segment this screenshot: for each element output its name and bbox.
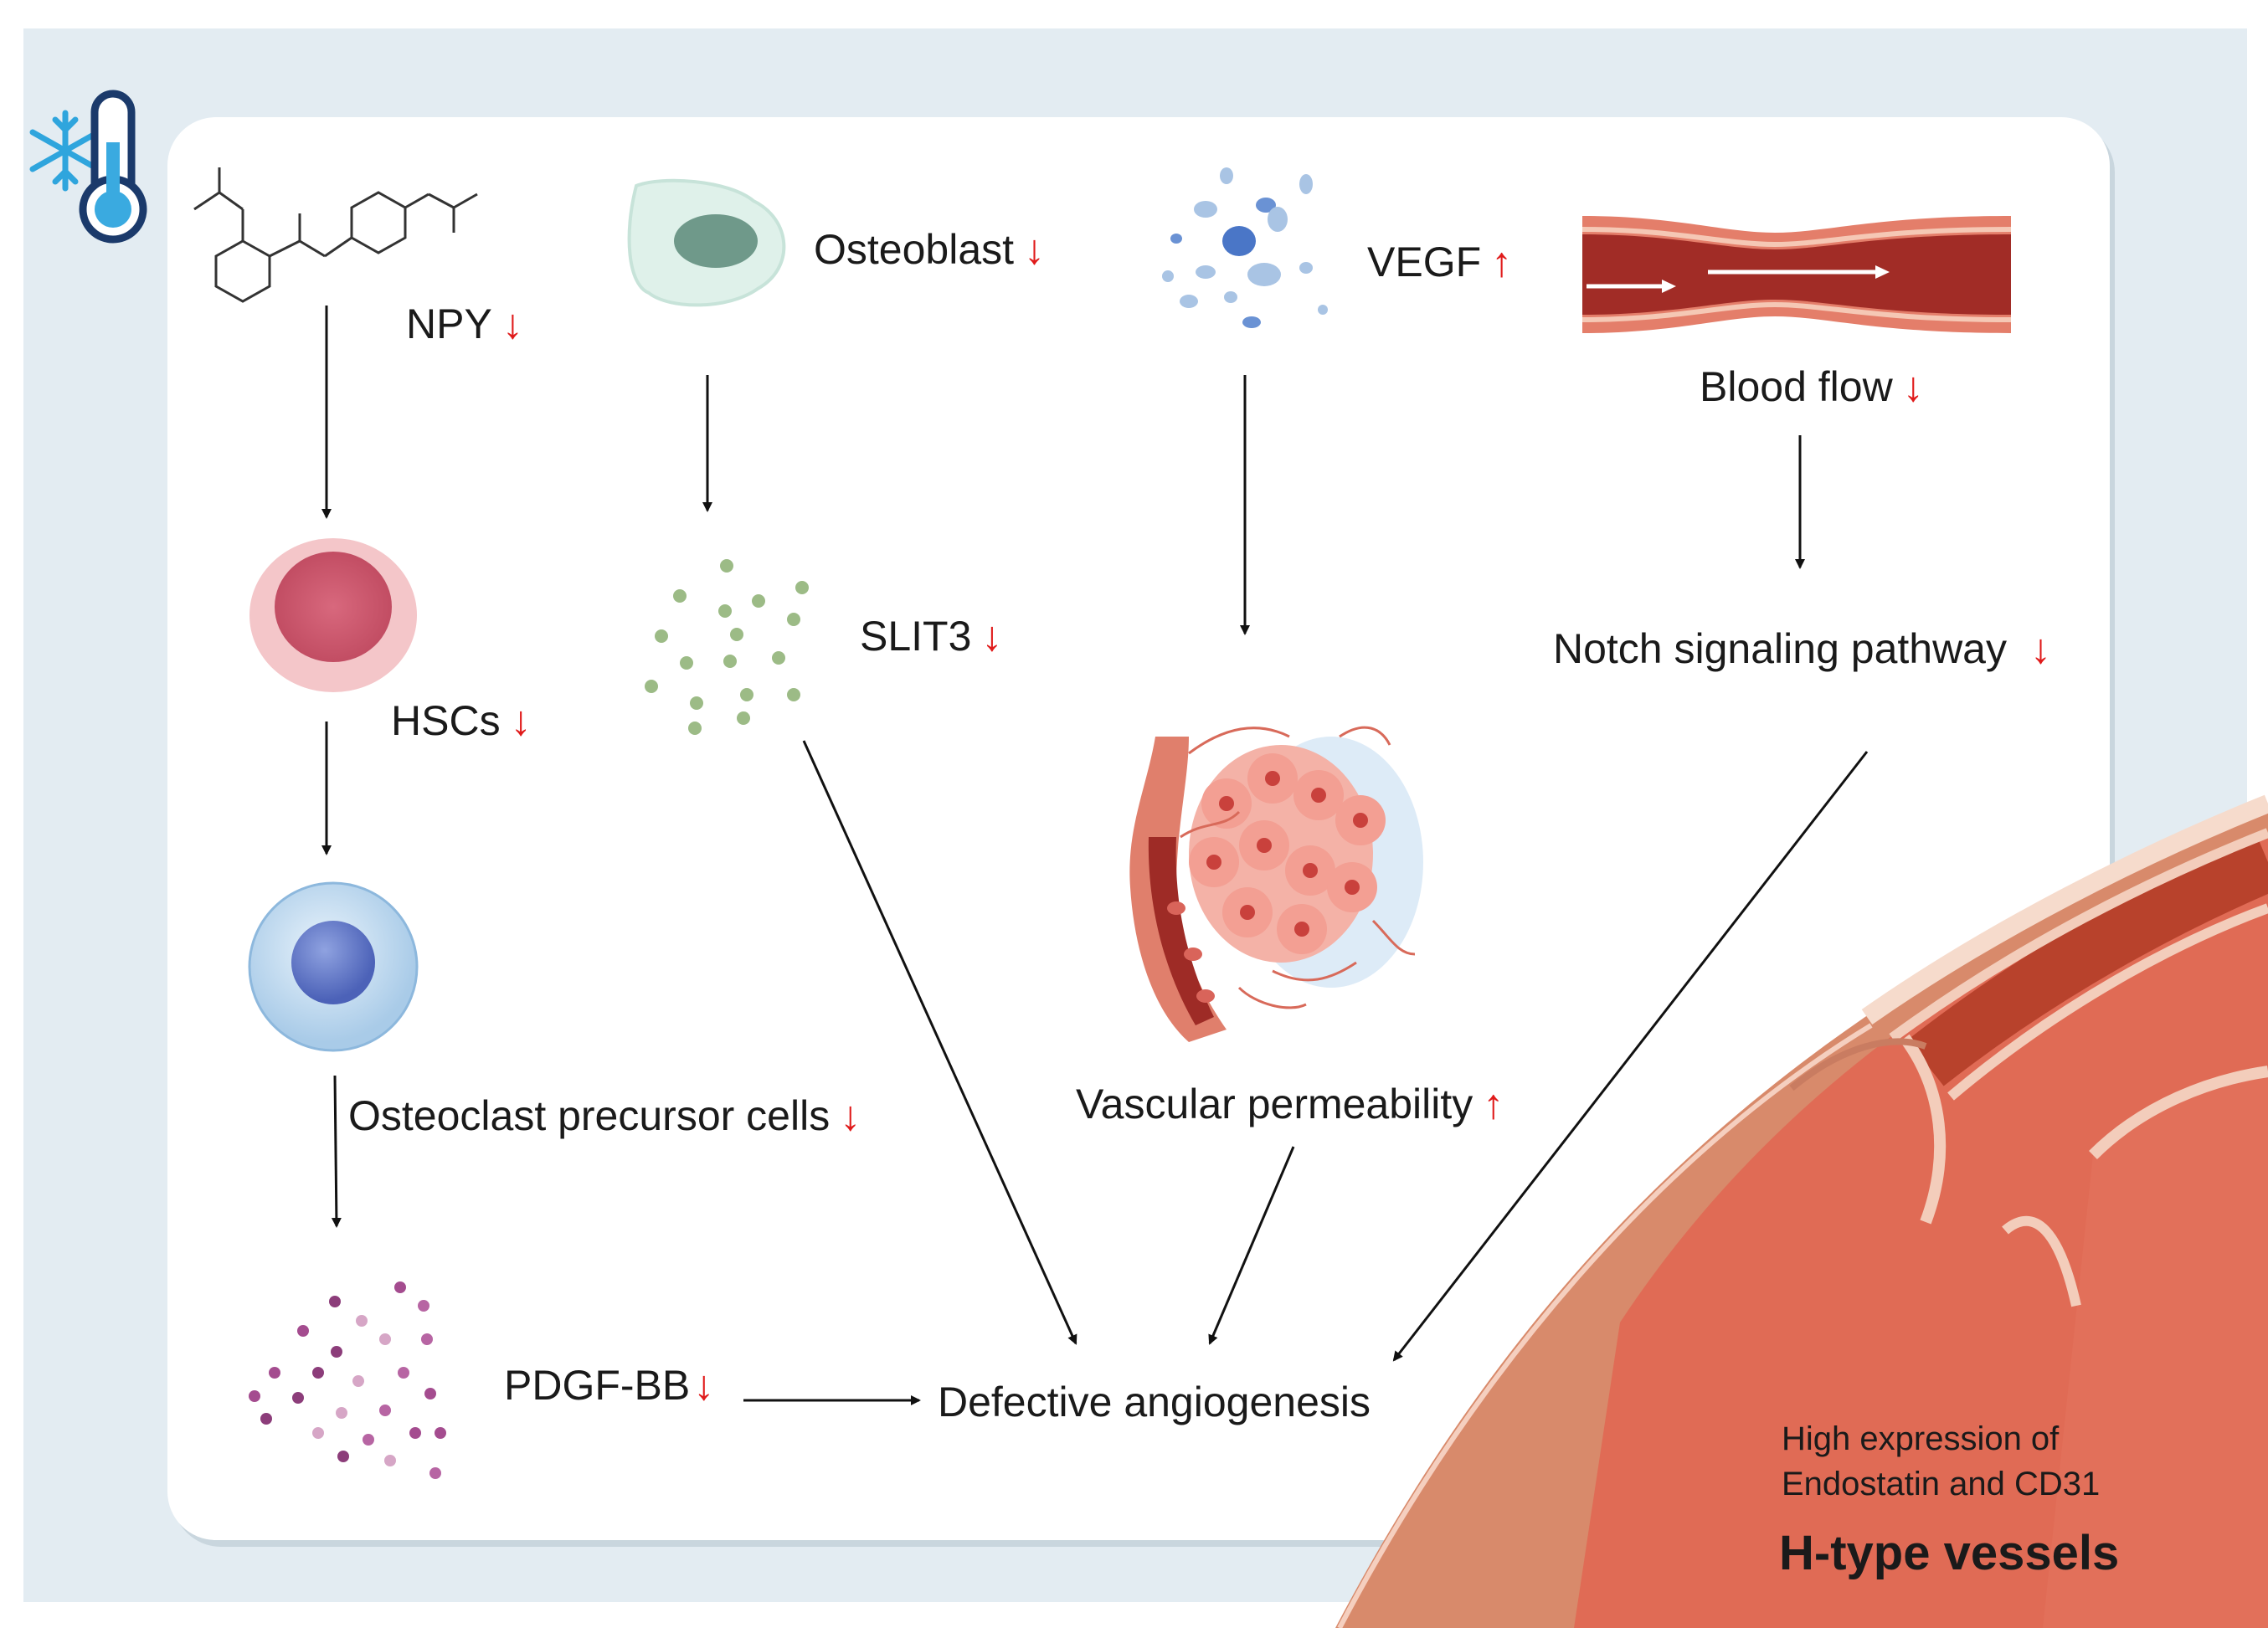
label-vascular-permeability: Vascular permeability↑: [1076, 1083, 1504, 1125]
slit3-particles-dot: [737, 711, 750, 725]
arrow-osteoclast-to-pdgfbb: [331, 1075, 342, 1228]
pdgf-bb-particles-dot: [249, 1390, 260, 1402]
slit3-particles-dot: [752, 594, 765, 608]
pdgf-bb-particles-dot: [336, 1407, 347, 1419]
label-notch: Notch signaling pathway ↓: [1553, 628, 2051, 670]
label-npy: NPY↓: [406, 303, 523, 345]
slit3-particles-dot: [718, 604, 732, 618]
slit3-particles-dot: [690, 696, 703, 710]
hscs-trend-arrow: ↓: [510, 697, 532, 744]
npy-trend-arrow: ↓: [501, 300, 523, 347]
pdgf-bb-particles-dot: [312, 1427, 324, 1439]
arrow-notch-to-defective: [1392, 751, 1869, 1362]
osteoclast-precursor-trend-arrow: ↓: [840, 1092, 861, 1139]
label-osteoclast-precursor: Osteoclast precursor cells↓: [348, 1095, 861, 1137]
vascular-permeability-trend-arrow: ↑: [1483, 1081, 1504, 1127]
pdgf-bb-particles-dot: [379, 1333, 391, 1345]
label-slit3: SLIT3↓: [860, 615, 1002, 657]
blood-vessel: [1581, 216, 2012, 333]
slit3-particles-dot: [673, 589, 687, 603]
slit3-particles-dot: [787, 688, 800, 701]
pdgf-bb-particles-dot: [384, 1455, 396, 1466]
pdgf-bb-particles-dot: [352, 1375, 364, 1387]
slit3-particles-dot: [680, 656, 693, 670]
slit3-particles-dot: [772, 651, 785, 665]
pdgf-bb-particles-dot: [435, 1427, 446, 1439]
slit3-particles-dot: [730, 628, 743, 641]
label-vegf-text: VEGF: [1367, 239, 1482, 285]
label-osteoblast-text: Osteoblast: [814, 226, 1015, 273]
pdgf-bb-particles: [249, 1281, 446, 1479]
h-type-vessel: [1335, 794, 2268, 1628]
label-vegf: VEGF↑: [1367, 241, 1512, 283]
vegf-trend-arrow: ↑: [1491, 239, 1513, 285]
label-osteoblast: Osteoblast↓: [814, 229, 1045, 270]
slit3-particles-dot: [688, 722, 702, 735]
label-npy-text: NPY: [406, 300, 492, 347]
pdgf-bb-particles-dot: [394, 1281, 406, 1293]
notch-trend-arrow: ↓: [2030, 625, 2051, 672]
arrows: [321, 306, 1869, 1405]
htype-title: H-type vessels: [1779, 1526, 2120, 1580]
pdgf-bb-particles-dot: [356, 1315, 368, 1327]
label-pdgf-bb: PDGF-BB↓: [504, 1364, 714, 1406]
pdgf-bb-particles-dot: [424, 1388, 436, 1399]
arrow-permeability-to-defective: [1208, 1146, 1295, 1345]
label-vascular-permeability-text: Vascular permeability: [1076, 1081, 1473, 1127]
pdgf-bb-particles-dot: [297, 1325, 309, 1337]
pdgf-bb-particles-dot: [292, 1392, 304, 1404]
snowflake-thermometer-icon: [29, 90, 147, 244]
osteoblast-trend-arrow: ↓: [1024, 226, 1046, 273]
label-osteoclast-precursor-text: Osteoclast precursor cells: [348, 1092, 831, 1139]
pdgf-bb-particles-dot: [331, 1346, 342, 1358]
pdgf-bb-particles-dot: [421, 1333, 433, 1345]
label-defective-angiogenesis: Defective angiogenesis: [938, 1381, 1371, 1423]
slit3-trend-arrow: ↓: [981, 613, 1003, 660]
htype-description-line2: Endostatin and CD31: [1782, 1466, 2101, 1502]
label-pdgf-bb-text: PDGF-BB: [504, 1362, 691, 1409]
slit3-particles: [645, 559, 809, 735]
slit3-particles-dot: [787, 613, 800, 626]
vegf-particles: [1162, 167, 1328, 328]
pdgf-bb-particles-dot: [269, 1367, 280, 1379]
hsc-cell: [249, 538, 417, 692]
htype-description-line1: High expression of: [1782, 1420, 2060, 1457]
label-slit3-text: SLIT3: [860, 613, 972, 660]
label-hscs: HSCs↓: [391, 700, 532, 742]
osteoblast-cell: [627, 178, 786, 307]
pdgf-bb-particles-dot: [418, 1300, 429, 1312]
label-notch-text: Notch signaling pathway: [1553, 625, 2007, 672]
chemical-structure: [193, 167, 478, 303]
pdgf-bb-particles-dot: [312, 1367, 324, 1379]
slit3-particles-dot: [795, 581, 809, 594]
label-defective-angiogenesis-text: Defective angiogenesis: [938, 1379, 1371, 1425]
pdgf-bb-particles-dot: [363, 1434, 374, 1446]
label-blood-flow: Blood flow↓: [1700, 366, 1924, 408]
tumor-vessel: [1129, 726, 1423, 1042]
pdgf-bb-particles-dot: [409, 1427, 421, 1439]
pdgf-bb-particles-dot: [398, 1367, 409, 1379]
pdgf-bb-trend-arrow: ↓: [693, 1362, 715, 1409]
label-hscs-text: HSCs: [391, 697, 501, 744]
blood-flow-trend-arrow: ↓: [1902, 363, 1924, 410]
slit3-particles-dot: [723, 655, 737, 668]
slit3-particles-dot: [740, 688, 753, 701]
pdgf-bb-particles-dot: [260, 1413, 272, 1425]
slit3-particles-dot: [655, 629, 668, 643]
label-blood-flow-text: Blood flow: [1700, 363, 1893, 410]
arrow-slit3-to-defective: [802, 740, 1077, 1345]
pdgf-bb-particles-dot: [379, 1405, 391, 1416]
pdgf-bb-particles-dot: [329, 1296, 341, 1307]
pdgf-bb-particles-dot: [337, 1451, 349, 1462]
slit3-particles-dot: [720, 559, 733, 573]
pdgf-bb-particles-dot: [429, 1467, 441, 1479]
osteoclast-precursor-cell: [248, 881, 419, 1052]
slit3-particles-dot: [645, 680, 658, 693]
